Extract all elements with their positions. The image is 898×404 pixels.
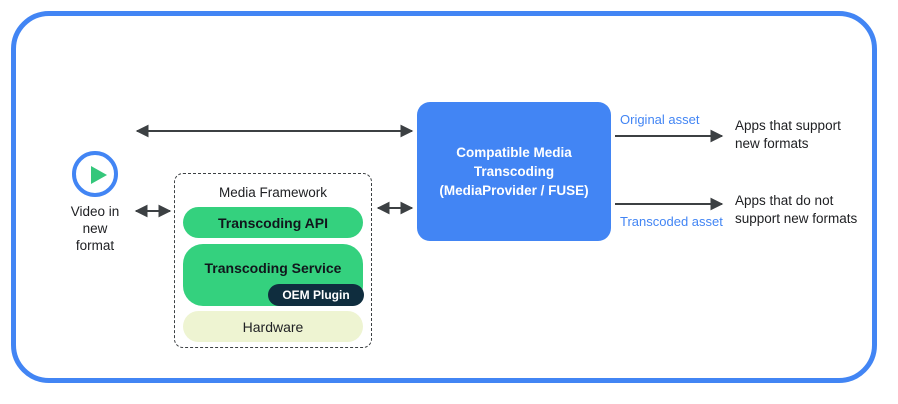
play-circle-icon bbox=[72, 151, 118, 197]
media-framework-group bbox=[174, 173, 372, 348]
play-triangle-icon bbox=[91, 166, 107, 184]
original-asset-label: Original asset bbox=[620, 112, 700, 127]
oem-plugin-badge[interactable]: OEM Plugin bbox=[268, 284, 364, 306]
transcoding-api-box[interactable]: Transcoding API bbox=[183, 207, 363, 238]
apps-that-support-new-formats-label: Apps that support new formats bbox=[735, 118, 841, 151]
compatible-media-transcoding-box[interactable]: Compatible Media Transcoding (MediaProvi… bbox=[417, 102, 611, 241]
hardware-box[interactable]: Hardware bbox=[183, 311, 363, 342]
outer-frame-border bbox=[11, 11, 877, 383]
transcoding-service-label: Transcoding Service bbox=[204, 260, 342, 276]
video-in-new-format-label: Video in new format bbox=[70, 204, 120, 253]
transcoded-asset-label: Transcoded asset bbox=[620, 214, 723, 229]
media-framework-title: Media Framework bbox=[218, 185, 328, 200]
apps-that-do-not-support-new-formats-label: Apps that do not support new formats bbox=[735, 193, 858, 226]
